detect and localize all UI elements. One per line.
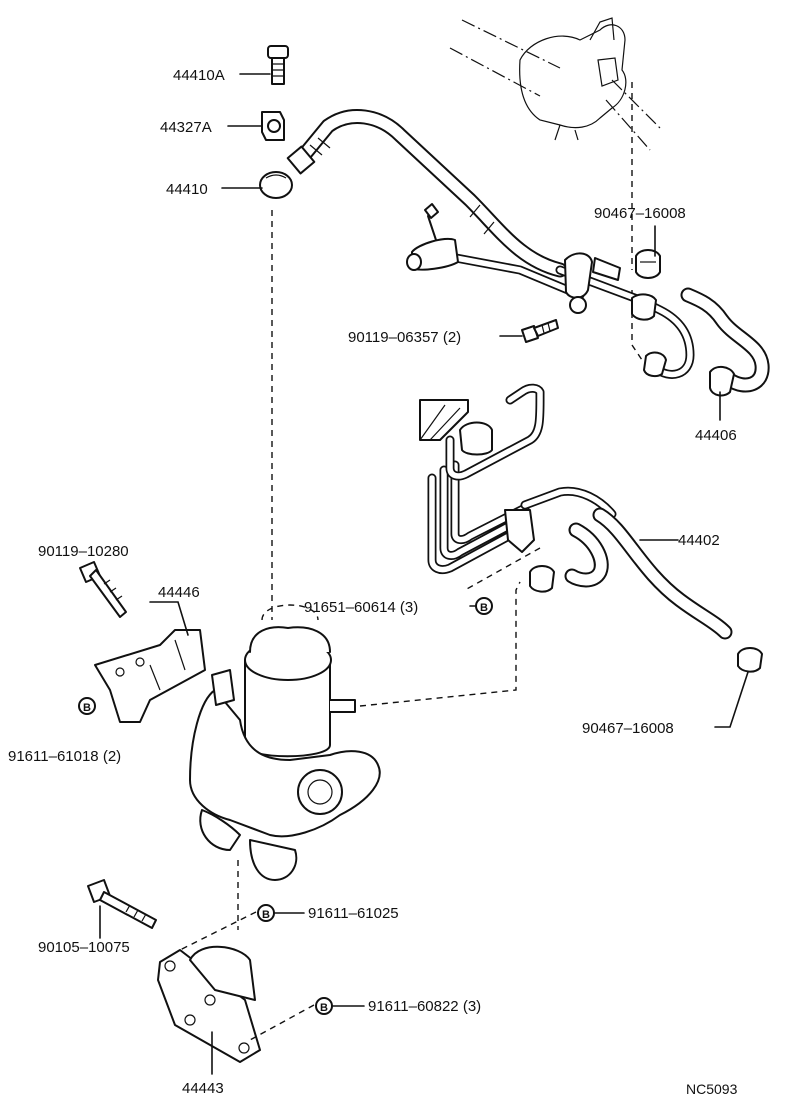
pressure-hose [259,109,695,379]
diagram-code: NC5093 [686,1081,738,1097]
svg-text:B: B [83,702,91,714]
clip-44327a [261,111,285,141]
part-label-90467-16008-upper: 90467–16008 [594,205,686,222]
bolt-90119-10280 [79,561,127,618]
tube-clamp-upper [406,203,621,314]
part-label-44443: 44443 [182,1080,224,1097]
part-label-91651-60614: 91651–60614 (3) [304,599,418,616]
connection-dashes [179,210,541,1041]
part-label-91611-61018: 91611–61018 (2) [8,748,121,765]
bolt-90105-10075 [87,879,157,929]
svg-text:B: B [262,909,270,921]
oil-cooler-44402 [419,383,733,640]
part-label-91611-60822: 91611–60822 (3) [368,998,481,1015]
hose-clamp-lower [737,647,763,673]
part-label-44446: 44446 [158,584,200,601]
leader-lines [99,73,749,1075]
badge-b-1: B [475,597,493,615]
part-label-44410: 44410 [166,181,208,198]
part-label-90105-10075: 90105–10075 [38,939,130,956]
badge-b-3: B [257,904,275,922]
part-label-90119-06357: 90119–06357 (2) [348,329,461,346]
badge-b-4: B [315,997,333,1015]
part-label-90119-10280: 90119–10280 [38,543,129,560]
part-label-44410a: 44410A [173,67,225,84]
bracket-44446 [94,629,206,723]
hose-clamp-middle [529,565,555,593]
union-bolt-44410a [267,45,289,85]
part-label-44327a: 44327A [160,119,212,136]
bolt-90119-06357 [521,319,559,343]
bracket-44443 [157,945,261,1063]
part-label-44406: 44406 [695,427,737,444]
part-label-90467-16008-lower: 90467–16008 [582,720,674,737]
part-label-44402: 44402 [678,532,720,549]
svg-text:B: B [320,1002,328,1014]
part-label-91611-61025: 91611–61025 [308,905,399,922]
power-steering-pump [189,604,381,881]
badge-b-2: B [78,697,96,715]
steering-gear-outline [449,17,661,361]
hose-clamp-upper [635,249,661,279]
svg-text:B: B [480,602,488,614]
return-hose-44406 [631,287,770,397]
